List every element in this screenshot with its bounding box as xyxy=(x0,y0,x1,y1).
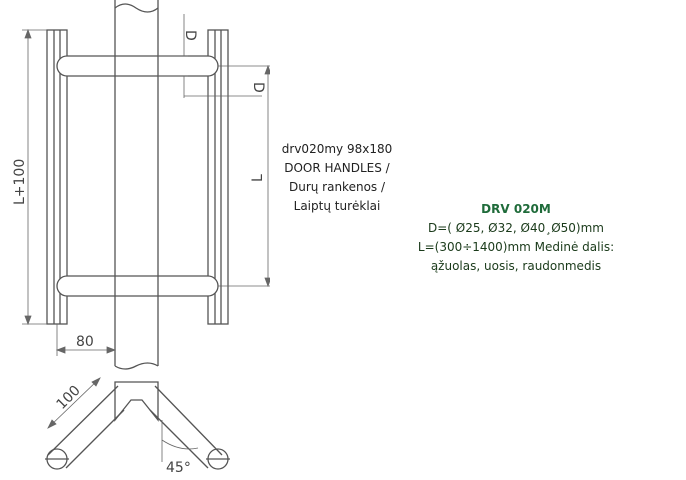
tube-break-top xyxy=(114,3,159,13)
dim-l-outer-label: L+100 xyxy=(12,159,28,205)
technical-drawing: D D L L+100 80 100 45° xyxy=(12,0,270,476)
caption-line: Durų rankenos / xyxy=(288,180,386,194)
dim-d-top-label: D xyxy=(182,30,198,41)
tube-break-bottom xyxy=(114,362,159,370)
top-view-block xyxy=(114,381,159,422)
dim-d-side-label: D xyxy=(250,82,266,93)
right-handle-bar xyxy=(207,29,229,325)
spec-line: D=( Ø25, Ø32, Ø40¸Ø50)mm xyxy=(428,221,604,235)
dim-angle-label: 45° xyxy=(166,460,191,476)
dim-100-label: 100 xyxy=(54,383,84,413)
caption-line: drv020my 98x180 xyxy=(281,142,393,156)
product-spec: DRV 020M D=( Ø25, Ø32, Ø40¸Ø50)mm L=(300… xyxy=(408,200,624,276)
angle-arc xyxy=(161,439,199,450)
top-standoff xyxy=(56,55,219,77)
product-caption: drv020my 98x180 DOOR HANDLES / Durų rank… xyxy=(278,140,396,216)
spec-line: L=(300÷1400)mm Medinė dalis: xyxy=(417,240,615,254)
dim-80-label: 80 xyxy=(76,334,94,350)
caption-line: DOOR HANDLES / xyxy=(284,161,390,175)
bottom-standoff xyxy=(56,275,219,297)
spec-title: DRV 020M xyxy=(481,202,551,216)
dim-l-inner-label: L xyxy=(250,174,266,182)
caption-line: Laiptų turėklai xyxy=(293,199,381,213)
central-tube xyxy=(114,0,159,366)
spec-line: ąžuolas, uosis, raudonmedis xyxy=(430,259,602,273)
